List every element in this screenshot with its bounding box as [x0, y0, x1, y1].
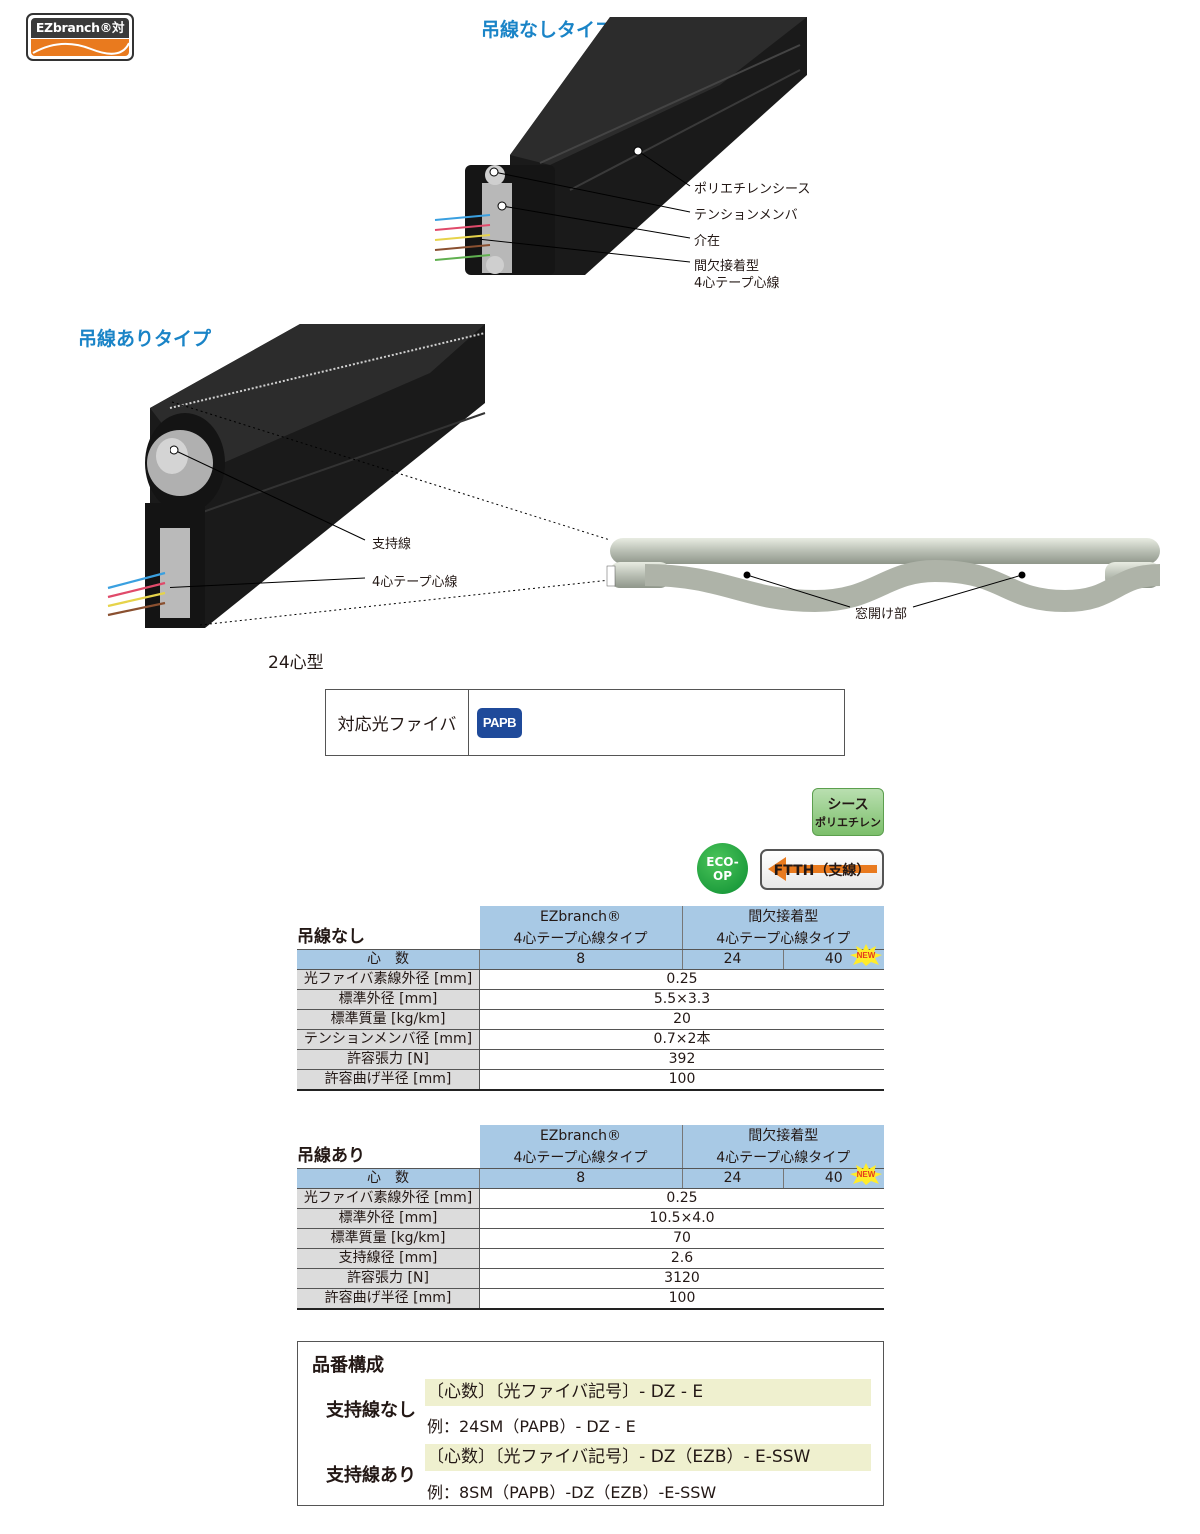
row-label: 光ファイバ素線外径 [mm]: [297, 969, 480, 990]
row-label: 標準質量 [kg/km]: [297, 1228, 480, 1249]
count-40: 40 NEW: [783, 944, 884, 970]
eco-op-badge: ECO- OP: [697, 843, 748, 894]
callout-messenger-wire: 支持線: [372, 537, 412, 552]
col-header-ezbranch: EZbranch®: [479, 906, 683, 929]
row-value: 100: [479, 1069, 884, 1091]
section-title-no-messenger: 吊線なしタイプ: [481, 19, 615, 41]
callout-4-fiber-ribbon: 4心テープ心線: [694, 276, 780, 291]
expansion-dotted-lines: [171, 401, 611, 626]
row-value: 70: [479, 1228, 884, 1249]
row-value: 100: [479, 1288, 884, 1310]
spec-table-title: 吊線あり: [297, 1125, 480, 1169]
without-messenger-formula: 〔心数〕〔光ファイバ記号〕- DZ - E: [425, 1379, 871, 1406]
new-star-icon: NEW: [850, 1163, 882, 1185]
col-header-intermittent: 間欠接着型: [682, 1125, 884, 1148]
new-tag-text: NEW: [857, 951, 876, 960]
callout-filler: 介在: [694, 234, 721, 249]
callout-intermittent-bonded: 間欠接着型: [694, 259, 760, 274]
cable1-leader-lines: [480, 146, 691, 263]
count-8: 8: [479, 1168, 683, 1189]
callout-4-fiber-ribbon-2: 4心テープ心線: [372, 575, 458, 590]
sheath-polyethylene-badge: シース ポリエチレン: [812, 788, 884, 836]
row-value: 20: [479, 1009, 884, 1030]
eco-badge-line2: OP: [713, 868, 732, 883]
cable-with-messenger-illustration: [107, 324, 486, 628]
count-40: 40 NEW: [783, 1163, 884, 1189]
row-value: 0.7×2本: [479, 1029, 884, 1050]
row-label: 標準外径 [mm]: [297, 989, 480, 1010]
row-value: 0.25: [479, 1188, 884, 1209]
with-messenger-example: 例：8SM（PAPB）-DZ（EZB）-E-SSW: [427, 1483, 717, 1502]
ezbranch-badge-label: EZbranch®対応: [31, 18, 129, 55]
with-messenger-label: 支持線あり: [326, 1465, 416, 1486]
row-label: 光ファイバ素線外径 [mm]: [297, 1188, 480, 1209]
ezbranch-badge-stripe: [31, 39, 129, 56]
col-header-ezbranch: EZbranch®: [479, 1125, 683, 1148]
cable2-leader-lines: [170, 445, 366, 589]
without-messenger-example: 例：24SM（PAPB）- DZ - E: [427, 1417, 636, 1436]
eco-badge-line1: ECO-: [706, 854, 739, 869]
row-label: 許容張力 [N]: [297, 1268, 480, 1289]
without-messenger-label: 支持線なし: [326, 1400, 416, 1421]
row-label: 許容張力 [N]: [297, 1049, 480, 1070]
cable-no-messenger-illustration: [434, 17, 807, 275]
papb-badge: PAPB: [477, 707, 522, 738]
model-label: 24心型: [268, 653, 324, 673]
count-40-value: 40: [824, 1170, 843, 1186]
row-value: 10.5×4.0: [479, 1208, 884, 1229]
ezbranch-badge: EZbranch®対応: [26, 13, 134, 61]
swoosh-icon: [32, 42, 129, 55]
ftth-branch-badge: FTTH（支線）: [760, 849, 884, 890]
col-header-intermittent-sub: 4心テープ心線タイプ: [682, 928, 884, 951]
row-label: 標準質量 [kg/km]: [297, 1009, 480, 1030]
row-value: 2.6: [479, 1248, 884, 1269]
row-value: 3120: [479, 1268, 884, 1289]
part-number-box: [297, 1341, 884, 1506]
count-8: 8: [479, 949, 683, 970]
window-section-illustration: [606, 538, 1161, 613]
col-header-ezbranch-sub: 4心テープ心線タイプ: [479, 928, 683, 951]
row-label: 標準外径 [mm]: [297, 1208, 480, 1229]
new-tag-text: NEW: [857, 1170, 876, 1179]
count-24: 24: [682, 949, 784, 970]
count-40-value: 40: [824, 951, 843, 967]
count-label: 心 数: [297, 1168, 480, 1189]
row-label: テンションメンバ径 [mm]: [297, 1029, 480, 1050]
spec-table-no-messenger: 吊線なし EZbranch® 間欠接着型 4心テープ心線タイプ 4心テープ心線タ…: [297, 906, 884, 1091]
spec-table-with-messenger: 吊線あり EZbranch® 間欠接着型 4心テープ心線タイプ 4心テープ心線タ…: [297, 1125, 884, 1310]
row-label: 支持線径 [mm]: [297, 1248, 480, 1269]
col-header-ezbranch-sub: 4心テープ心線タイプ: [479, 1147, 683, 1170]
callout-polyethylene-sheath: ポリエチレンシース: [694, 182, 811, 197]
count-label: 心 数: [297, 949, 480, 970]
callout-tension-member: テンションメンバ: [694, 208, 798, 223]
callout-window-section: 窓開け部: [855, 607, 908, 622]
new-star-icon: NEW: [850, 944, 882, 966]
row-label: 許容曲げ半径 [mm]: [297, 1069, 480, 1091]
sheath-badge-line2: ポリエチレン: [815, 816, 881, 829]
arrow-icon: [768, 857, 877, 881]
spec-table-title: 吊線なし: [297, 906, 480, 950]
row-label: 許容曲げ半径 [mm]: [297, 1288, 480, 1310]
row-value: 392: [479, 1049, 884, 1070]
with-messenger-formula: 〔心数〕〔光ファイバ記号〕- DZ（EZB）- E-SSW: [425, 1444, 871, 1471]
count-24: 24: [682, 1168, 784, 1189]
ftth-badge-label: FTTH（支線）: [773, 862, 871, 879]
row-value: 0.25: [479, 969, 884, 990]
part-number-title: 品番構成: [312, 1355, 384, 1376]
row-value: 5.5×3.3: [479, 989, 884, 1010]
col-header-intermittent-sub: 4心テープ心線タイプ: [682, 1147, 884, 1170]
compatible-fiber-label: 対応光ファイバ: [326, 690, 469, 755]
section-title-with-messenger: 吊線ありタイプ: [78, 328, 212, 350]
sheath-badge-line1: シース: [827, 797, 869, 813]
col-header-intermittent: 間欠接着型: [682, 906, 884, 929]
compatible-fiber-table: 対応光ファイバ PAPB: [325, 689, 845, 756]
